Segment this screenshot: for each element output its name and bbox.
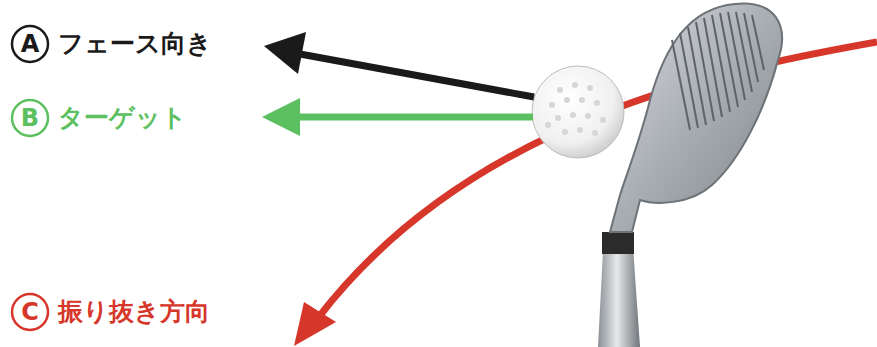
label-heading: ターゲット (58, 98, 187, 138)
wedge-head (610, 4, 782, 232)
swing-arrowhead (294, 302, 336, 346)
label-heading: フェース向き (58, 24, 212, 64)
target-arrowhead (262, 98, 300, 136)
ferrule (602, 232, 634, 254)
face-arrow (300, 54, 534, 97)
swing-path (318, 42, 877, 318)
golf-ball (532, 66, 624, 158)
callout-letter: C (10, 292, 50, 332)
callout-letter: A (10, 24, 50, 64)
face-arrowhead (264, 32, 306, 74)
label-heading: 振り抜き方向 (58, 292, 210, 332)
label-circle: Bターゲット (10, 98, 50, 138)
ball-dimples (545, 82, 606, 136)
club-shaft (598, 232, 640, 347)
callout-letter: B (10, 98, 50, 138)
target-arrow (298, 114, 533, 121)
face-grooves (672, 12, 764, 130)
label-circle: Aフェース向き (10, 24, 50, 64)
label-circle: C振り抜き方向 (10, 292, 50, 332)
